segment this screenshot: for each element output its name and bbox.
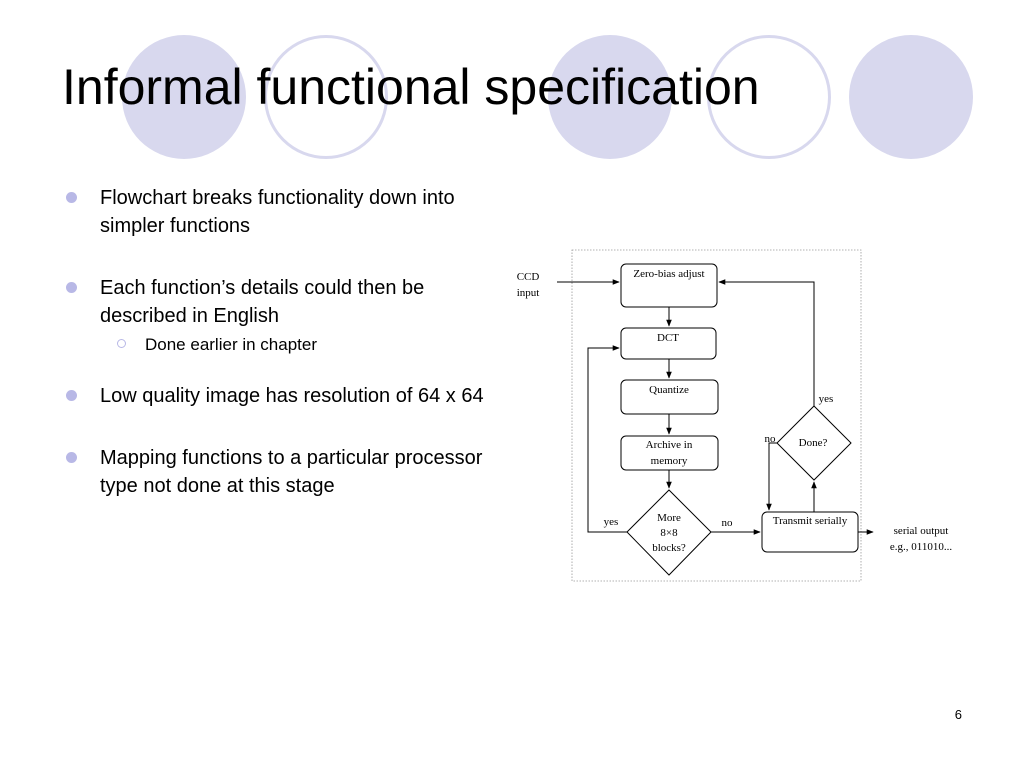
more-no-label: no xyxy=(722,517,734,529)
done-no-label: no xyxy=(765,433,777,445)
flowchart-frame xyxy=(571,249,862,582)
bullet-dot-icon xyxy=(66,282,77,293)
done-yes-arrow xyxy=(718,279,815,406)
ccd-input-label-line2: input xyxy=(517,287,540,299)
more-blocks-label: More xyxy=(657,512,681,524)
bullet-dot-icon xyxy=(66,452,77,463)
page-number: 6 xyxy=(954,707,962,722)
sub-bullet-item: Done earlier in chapter xyxy=(100,332,502,358)
bullet-dot-icon xyxy=(66,390,77,401)
serial-output-label: serial output xyxy=(894,525,949,537)
decor-circle-5 xyxy=(849,35,973,159)
more-yes-loop-arrow xyxy=(587,345,627,533)
archive-label: Archive in xyxy=(646,439,693,451)
flowchart-diagram: CCD input Zero-bias adjust DCT Quantize … xyxy=(517,249,952,582)
bullet-item: Flowchart breaks functionality down into… xyxy=(62,184,502,240)
archive-label-line2: memory xyxy=(651,455,688,467)
decor-circle-3 xyxy=(548,35,672,159)
bullet-list: Flowchart breaks functionality down into… xyxy=(62,184,502,534)
bullet-text: Each function’s details could then be de… xyxy=(100,277,425,327)
serial-output-example: e.g., 011010... xyxy=(890,541,952,553)
bullet-item: Mapping functions to a particular proces… xyxy=(62,444,502,500)
bullet-item: Each function’s details could then be de… xyxy=(62,274,502,358)
more-blocks-decision xyxy=(626,489,712,576)
sub-bullet-ring-icon xyxy=(117,339,126,348)
more-yes-label: yes xyxy=(604,516,619,528)
done-decision xyxy=(776,405,852,481)
more-blocks-label-line2: 8×8 xyxy=(660,527,678,539)
more-blocks-label-line3: blocks? xyxy=(652,542,686,554)
slide-title: Informal functional specification xyxy=(62,59,760,115)
done-no-arrow xyxy=(766,442,777,511)
dct-label: DCT xyxy=(657,332,679,344)
transmit-serially-label: Transmit serially xyxy=(773,515,848,527)
quantize-label: Quantize xyxy=(649,384,689,396)
bullet-text: Mapping functions to a particular proces… xyxy=(100,447,483,497)
bullet-text: Low quality image has resolution of 64 x… xyxy=(100,385,484,407)
ccd-input-label: CCD xyxy=(517,271,540,283)
bullet-item: Low quality image has resolution of 64 x… xyxy=(62,382,502,410)
zero-bias-adjust-label: Zero-bias adjust xyxy=(633,268,704,280)
decor-circle-1 xyxy=(122,35,246,159)
done-yes-label: yes xyxy=(819,393,834,405)
decor-circle-2 xyxy=(264,35,388,159)
bullet-text: Flowchart breaks functionality down into… xyxy=(100,187,455,237)
sub-bullet-text: Done earlier in chapter xyxy=(145,335,317,354)
decor-circle-4 xyxy=(707,35,831,159)
done-label: Done? xyxy=(799,437,828,449)
bullet-dot-icon xyxy=(66,192,77,203)
